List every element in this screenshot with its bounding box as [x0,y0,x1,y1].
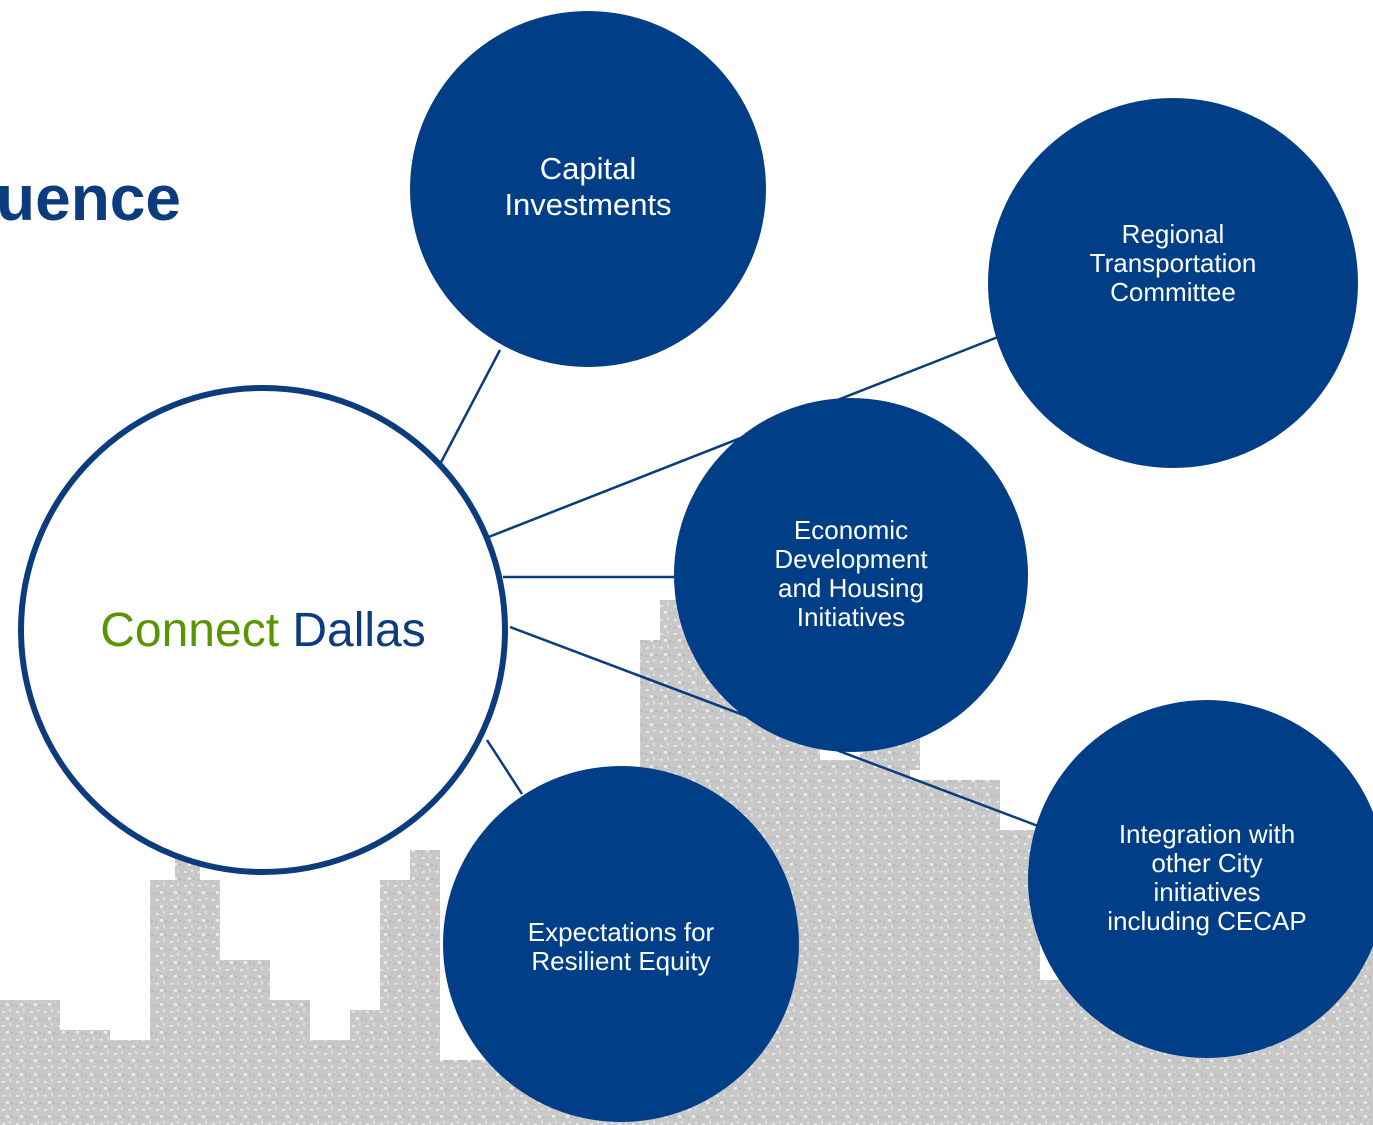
node-label: Expectations for Resilient Equity [528,918,714,976]
node-integration-city-initiatives: Integration with other City initiatives … [1028,700,1373,1058]
node-label-line: other City [1151,848,1263,878]
slide-title: uence [0,162,181,234]
node-label-line: Transportation [1089,248,1257,278]
node-label-line: and Housing [777,573,924,603]
node-economic-development-housing: Economic Development and Housing Initiat… [674,398,1028,752]
node-label: Regional Transportation Committee [1090,220,1257,307]
node-label-line: Economic [793,515,909,545]
node-label: Integration with other City initiatives … [1107,820,1306,936]
hub-label-dallas: Dallas [279,603,426,657]
node-label-line: Resilient Equity [531,946,711,976]
node-label-line: initiatives [1153,877,1261,907]
node-label-line: Expectations for [527,917,715,947]
node-label-line: Capital [539,151,637,186]
node-label-line: Investments [504,187,672,222]
node-regional-transportation-committee: Regional Transportation Committee [988,98,1358,468]
node-label-line: Integration with [1118,819,1296,849]
connector-capital [436,349,502,469]
node-label-line: Development [774,544,928,574]
hub-label-connect: Connect [100,603,280,657]
node-label: Economic Development and Housing Initiat… [774,516,927,632]
node-capital-investments: Capital Investments [410,11,766,367]
node-label-line: Committee [1110,277,1236,307]
hub-label: Connect Dallas [100,603,426,658]
node-label-line: Regional [1121,219,1225,249]
connector-expectations [485,739,524,795]
node-expectations-resilient-equity: Expectations for Resilient Equity [443,766,799,1122]
node-label: Capital Investments [504,151,671,223]
node-label-line: Initiatives [796,602,906,632]
hub-circle-connect-dallas: Connect Dallas [18,385,508,875]
node-label-line: including CECAP [1107,906,1307,936]
